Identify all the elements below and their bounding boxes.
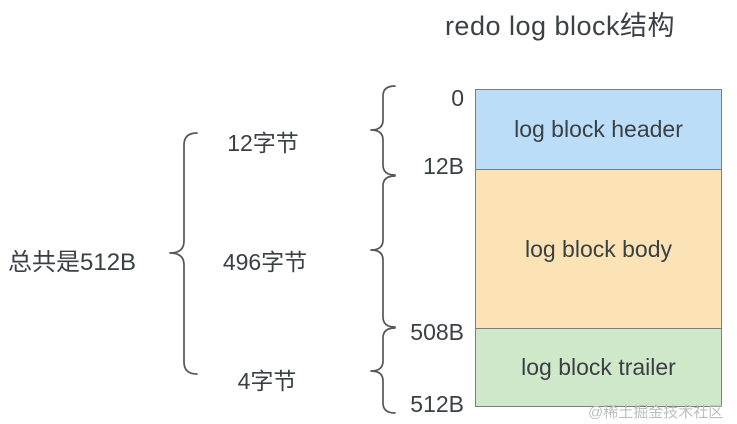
block-trailer-label: log block trailer — [521, 354, 676, 380]
block-trailer: log block trailer — [475, 328, 722, 407]
block-header-label: log block header — [514, 116, 683, 142]
size-label-body: 496字节 — [222, 249, 308, 275]
total-size-label: 总共是512B — [8, 249, 137, 276]
range-brace-body — [370, 175, 396, 328]
block-body-label: log block body — [524, 235, 673, 262]
offset-label-508b: 508B — [410, 319, 464, 345]
size-label-header: 12字节 — [227, 130, 299, 156]
block-body: log block body — [475, 169, 722, 329]
size-label-trailer: 4字节 — [237, 368, 297, 394]
offset-label-512b: 512B — [410, 391, 464, 417]
total-brace — [169, 132, 198, 375]
offset-label-0: 0 — [451, 85, 464, 111]
diagram-title: redo log block结构 — [444, 11, 676, 41]
offset-label-12b: 12B — [423, 153, 464, 179]
watermark: @稀土掘金技术社区 — [588, 404, 724, 421]
block-stack: log block header log block body log bloc… — [475, 89, 722, 407]
block-header: log block header — [475, 89, 722, 170]
